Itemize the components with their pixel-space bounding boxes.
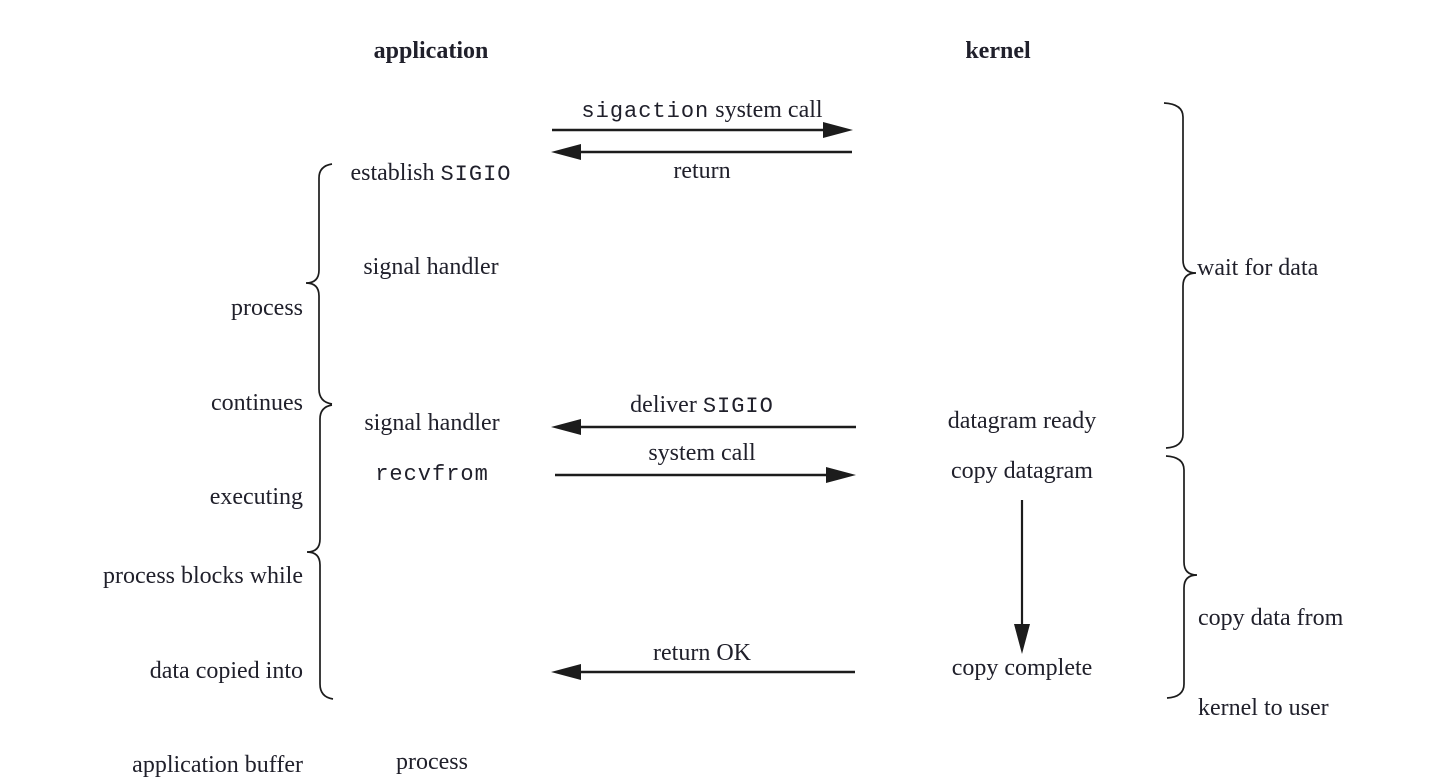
annotation-line: data copied into: [149, 657, 303, 684]
annotation-process-continues-executing: process continues executing: [43, 230, 303, 577]
annotation-line: continues: [211, 389, 303, 416]
annotation-wait-for-data: wait for data: [1197, 255, 1319, 281]
label-return-ok: return OK: [653, 640, 751, 666]
brace-copy-data: [1165, 455, 1198, 699]
brace-process-continues: [305, 163, 333, 405]
copy-progress-arrow-down: [1014, 500, 1030, 654]
label-sigaction-system-call: sigaction system call: [552, 95, 852, 127]
sigaction-rest-text: system call: [709, 97, 823, 123]
process-datagram-line1: process: [396, 749, 468, 775]
deliver-sigio-arrow-left: [551, 419, 856, 435]
label-system-call: system call: [648, 440, 756, 466]
app-step-establish-sigio-handler: establish SIGIO signal handler: [300, 96, 562, 345]
label-return: return: [673, 158, 731, 184]
app-step-process-datagram: process datagram: [321, 687, 543, 780]
annotation-line: executing: [209, 484, 303, 510]
annotation-line: copy data from: [1198, 605, 1344, 631]
deliver-sigio-code-text: SIGIO: [702, 394, 774, 419]
sigaction-arrow-right: [552, 122, 853, 138]
annotation-line: process: [231, 295, 303, 321]
kernel-step-datagram-ready: datagram ready: [947, 408, 1097, 434]
establish-line1-text: establish: [350, 160, 441, 186]
sigio-code-text: SIGIO: [440, 162, 512, 187]
brace-wait-for-data: [1163, 102, 1197, 449]
app-step-signal-handler: signal handler: [364, 410, 500, 436]
annotation-line: kernel to user: [1198, 695, 1329, 721]
brace-process-blocks: [306, 404, 334, 700]
return-arrow-left: [551, 144, 852, 160]
app-step-recvfrom: recvfrom: [375, 462, 489, 487]
establish-line2: signal handler: [363, 254, 499, 280]
annotation-process-blocks: process blocks while data copied into ap…: [23, 498, 303, 780]
annotation-line: process blocks while: [103, 563, 303, 589]
annotation-copy-data-kernel-to-user: copy data from kernel to user: [1198, 543, 1343, 780]
return-ok-arrow-left: [551, 664, 855, 680]
kernel-step-copy-datagram: copy datagram: [951, 458, 1093, 484]
deliver-text: deliver: [630, 392, 703, 418]
annotation-line: application buffer: [132, 752, 303, 778]
sigaction-code-text: sigaction: [581, 99, 710, 124]
system-call-arrow-right: [555, 467, 856, 483]
label-deliver-sigio: deliver SIGIO: [552, 390, 852, 422]
establish-line1: establish SIGIO: [300, 158, 562, 190]
column-header-kernel: kernel: [965, 38, 1031, 64]
kernel-step-copy-complete: copy complete: [951, 655, 1093, 681]
column-header-application: application: [373, 38, 489, 64]
